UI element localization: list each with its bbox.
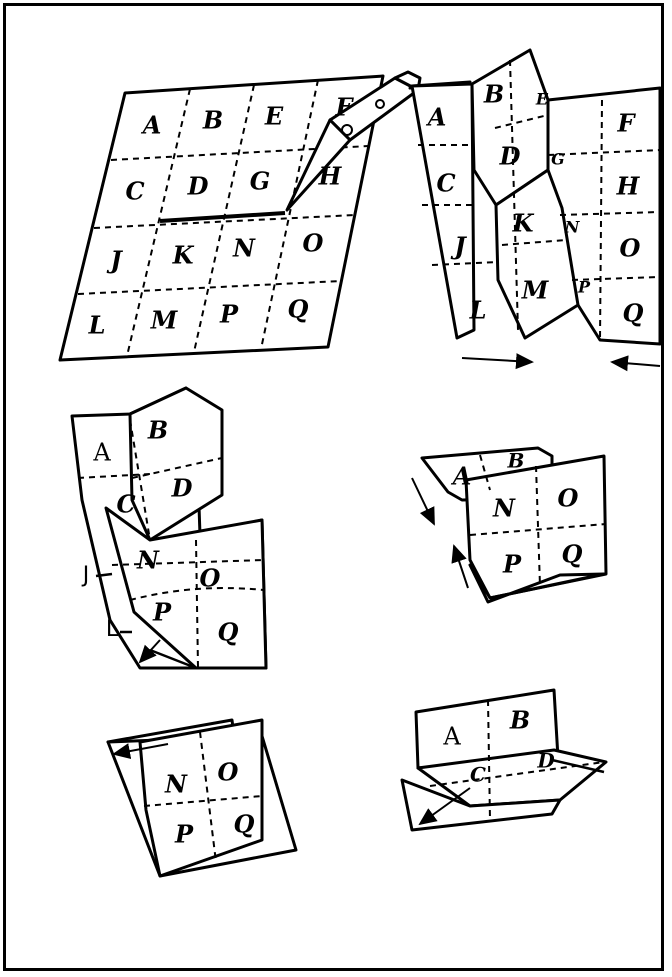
step5-fold-back: N O P Q — [108, 720, 296, 876]
grid-letter-n: N — [232, 234, 256, 263]
grid-letter-q: Q — [288, 295, 309, 324]
step4-letter-p: P — [502, 550, 522, 579]
step2-letter-p: P — [577, 278, 591, 297]
step5-letter-o: O — [218, 758, 239, 787]
step3-letter-c: C — [116, 490, 135, 519]
step6-letter-d: D — [536, 749, 555, 773]
grid-letter-d: D — [187, 172, 209, 201]
step2-letter-h: H — [616, 172, 641, 201]
step3-letter-q: Q — [218, 618, 239, 647]
step2-letter-e: E — [535, 90, 549, 109]
step6-letter-b: B — [509, 706, 530, 735]
push-down-arrow-icon — [412, 478, 434, 524]
step4-letter-o: O — [558, 484, 579, 513]
grid-letter-m: M — [150, 306, 179, 335]
step3-letter-o: O — [200, 564, 221, 593]
step4-letter-n: N — [492, 494, 516, 523]
step3-fold-down: A B C D N O P Q J L — [72, 388, 266, 668]
step2-letter-d: D — [499, 142, 521, 171]
step2-accordion-fold: A B F C D H J K O L M Q E G N P — [410, 50, 660, 366]
step2-letter-f: F — [616, 109, 636, 138]
step2-letter-a: A — [426, 103, 447, 132]
grid-letter-h: H — [318, 162, 343, 191]
step4-collapse: A B N O P Q — [412, 448, 606, 602]
grid-letter-g: G — [250, 167, 271, 196]
grid-letter-o: O — [303, 229, 324, 258]
step6-final-fold: A B C D — [402, 690, 606, 830]
step3-letter-d: D — [171, 474, 193, 503]
step2-letter-c: C — [436, 169, 455, 198]
step2-letter-b: B — [483, 80, 504, 109]
grid-letter-c: C — [125, 177, 144, 206]
step2-letter-q: Q — [623, 299, 644, 328]
step2-letter-n: N — [564, 218, 581, 237]
step2-letter-o: O — [620, 234, 641, 263]
grid-letter-e: E — [264, 102, 284, 131]
grid-letter-f: F — [334, 93, 354, 122]
grid-letter-k: K — [172, 241, 195, 270]
step4-letter-b: B — [507, 449, 525, 473]
push-right-arrow-icon — [462, 358, 532, 362]
grid-letter-a: A — [141, 111, 162, 140]
step4-letter-a: A — [451, 462, 472, 491]
step4-letter-q: Q — [562, 540, 583, 569]
grid-letter-l: L — [88, 311, 106, 340]
step6-letter-c: C — [470, 763, 486, 787]
step2-letter-m: M — [521, 276, 550, 305]
step5-letter-p: P — [174, 820, 194, 849]
step3-letter-n: N — [136, 546, 160, 575]
step5-letter-q: Q — [234, 810, 255, 839]
grid-letter-p: P — [219, 300, 239, 329]
push-up-arrow-icon — [454, 546, 468, 588]
step2-letter-k: K — [512, 209, 535, 238]
step2-letter-g: G — [551, 150, 565, 169]
step3-side-label-j: J — [81, 563, 90, 588]
step3-letter-p: P — [152, 598, 172, 627]
step3-side-label-l: L — [106, 617, 119, 642]
push-left-arrow-icon — [612, 362, 660, 366]
step5-letter-n: N — [164, 770, 188, 799]
step3-letter-a: A — [92, 439, 111, 467]
step1-flat-grid: A B E F C D G H J K N O L M P Q — [60, 72, 420, 360]
step2-letter-l: L — [469, 296, 487, 325]
grid-letter-b: B — [202, 106, 223, 135]
step3-letter-b: B — [147, 416, 168, 445]
step6-letter-a: A — [442, 723, 461, 751]
